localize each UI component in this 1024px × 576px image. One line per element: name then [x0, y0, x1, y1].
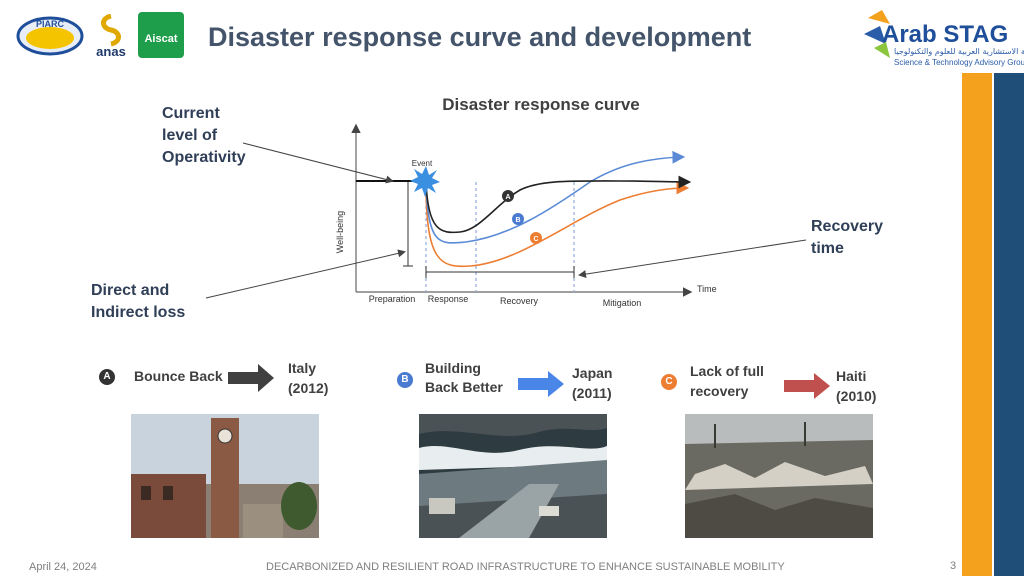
marker-a-text: A: [505, 194, 510, 201]
scenario-b-marker: B: [397, 372, 413, 388]
piarc-logo-text: PIARC: [36, 19, 65, 29]
marker-c-text: C: [533, 236, 538, 243]
marker-c: [530, 232, 542, 244]
scenario-c-arrow: [784, 373, 830, 399]
current-level-label: Current level of Operativity: [162, 105, 246, 166]
scenario-b-result: Japan (2011): [572, 365, 613, 401]
page-number: 3: [950, 560, 957, 572]
arab-stag-subtitle: Science & Technology Advisory Group: [894, 58, 1024, 67]
orange-stripe: [962, 73, 992, 576]
pointer-loss: [205, 249, 406, 299]
y-axis-label: Well-being: [335, 211, 345, 253]
footer-date: April 24, 2024: [29, 561, 97, 573]
anas-logo-text: anas: [96, 44, 126, 58]
direct-indirect-loss-label: Direct and Indirect loss: [91, 282, 186, 321]
event-label: Event: [412, 159, 433, 168]
x-axis-label: Time: [697, 284, 717, 294]
curve-a-black: [425, 175, 692, 234]
scenario-c-label: Lack of full recovery: [690, 363, 764, 399]
marker-a: [502, 190, 514, 202]
phase-mitigation: Mitigation: [603, 298, 642, 308]
scenario-b-label: Building Back Better: [425, 360, 503, 395]
footer-title: DECARBONIZED AND RESILIENT ROAD INFRASTR…: [266, 561, 785, 573]
anas-logo: anas: [93, 13, 129, 59]
haiti-photo: [685, 414, 873, 538]
blue-stripe: [994, 73, 1024, 576]
curve-c-orange: [425, 181, 690, 268]
scenario-a-arrow: [228, 364, 274, 392]
marker-b-text: B: [515, 217, 520, 224]
italy-photo: [131, 414, 319, 538]
diagram-title: Disaster response curve: [442, 95, 640, 114]
pointer-current-level: [242, 142, 394, 184]
arab-stag-logo: Arab STAG المجموعة الاستشارية العربية لل…: [860, 4, 1024, 70]
aiscat-logo: Aiscat: [138, 12, 184, 58]
piarc-logo: PIARC: [16, 12, 84, 58]
scenario-a-marker: A: [99, 369, 115, 385]
scenario-c-marker: C: [661, 374, 677, 390]
scenario-c-result: Haiti (2010): [836, 368, 877, 404]
page-title: Disaster response curve and development: [208, 22, 752, 52]
pointer-recovery-time: [578, 239, 807, 279]
disaster-response-chart: Disaster response curve Well-being Time …: [205, 95, 807, 308]
phase-response: Response: [428, 294, 469, 304]
scenario-a-result: Italy (2012): [288, 360, 329, 396]
japan-photo: [419, 414, 607, 538]
event-burst-icon: [410, 166, 440, 197]
scenario-a-label: Bounce Back: [134, 368, 223, 384]
phase-preparation: Preparation: [369, 294, 416, 304]
curve-b-blue: [425, 150, 686, 244]
marker-b: [512, 213, 524, 225]
arab-stag-name: Arab STAG: [882, 21, 1008, 48]
phase-recovery: Recovery: [500, 296, 539, 306]
aiscat-logo-text: Aiscat: [144, 33, 177, 45]
recovery-time-label: Recovery time: [811, 218, 884, 257]
scenario-b-arrow: [518, 371, 564, 397]
arab-stag-arabic: المجموعة الاستشارية العربية للعلوم والتك…: [894, 47, 1024, 56]
